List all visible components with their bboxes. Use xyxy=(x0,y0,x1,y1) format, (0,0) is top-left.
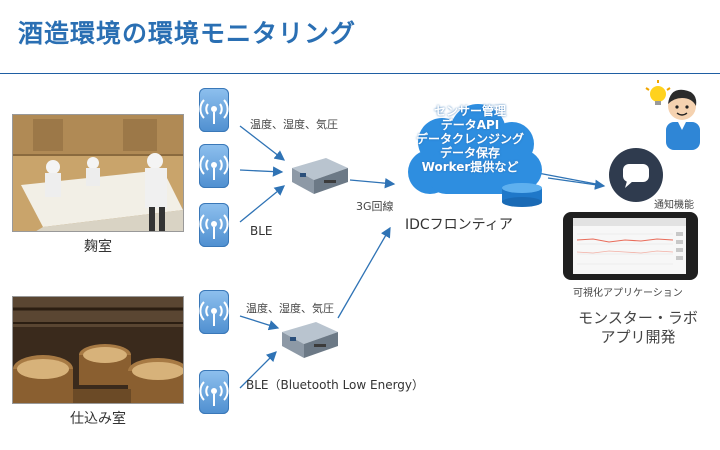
lab-role: アプリ開発 xyxy=(600,328,676,346)
bottom-link-label: BLE（Bluetooth Low Energy） xyxy=(246,378,425,392)
smartphone-device xyxy=(563,212,698,280)
lab-name: モンスター・ラボ xyxy=(578,309,698,327)
top-link-label: BLE xyxy=(250,224,273,238)
ble-sensor-icon xyxy=(199,290,229,334)
visualization-screen xyxy=(573,218,686,274)
top-gateway-device xyxy=(288,154,350,202)
ble-sensor-icon xyxy=(199,144,229,188)
shikomi-room-label: 仕込み室 xyxy=(70,411,126,427)
cloud-provider-label: IDCフロンティア xyxy=(405,217,513,233)
notification-chat-icon xyxy=(609,148,663,202)
developer-avatar xyxy=(645,80,700,150)
cloud-services-list: センサー管理 データAPI データクレンジング データ保存 Worker提供など xyxy=(400,104,540,174)
shikomi-room-photo xyxy=(12,296,184,404)
ble-sensor-icon xyxy=(199,370,229,414)
top-sensor-label: 温度、湿度、気圧 xyxy=(250,118,338,131)
app-development-label: モンスター・ラボ アプリ開発 xyxy=(563,309,713,347)
cloud-service-item: Worker提供など xyxy=(421,160,519,174)
ble-sensor-icon xyxy=(199,88,229,132)
cloud-service-item: データAPI xyxy=(440,118,500,132)
uplink-label: 3G回線 xyxy=(356,200,394,213)
koji-room-label: 麹室 xyxy=(84,239,112,255)
koji-room-photo xyxy=(12,114,184,232)
bottom-sensor-label: 温度、湿度、気圧 xyxy=(246,302,334,315)
visualization-label: 可視化アプリケーション xyxy=(573,288,683,299)
page-title: 酒造環境の環境モニタリング xyxy=(18,19,357,48)
cloud-icon xyxy=(408,104,542,207)
notification-label: 通知機能 xyxy=(654,200,694,211)
title-divider xyxy=(0,73,720,74)
bottom-gateway-device xyxy=(278,318,340,366)
cloud-service-item: センサー管理 xyxy=(433,104,506,118)
cloud-service-item: データクレンジング xyxy=(415,132,524,146)
cloud-service-item: データ保存 xyxy=(439,146,500,160)
ble-sensor-icon xyxy=(199,203,229,247)
